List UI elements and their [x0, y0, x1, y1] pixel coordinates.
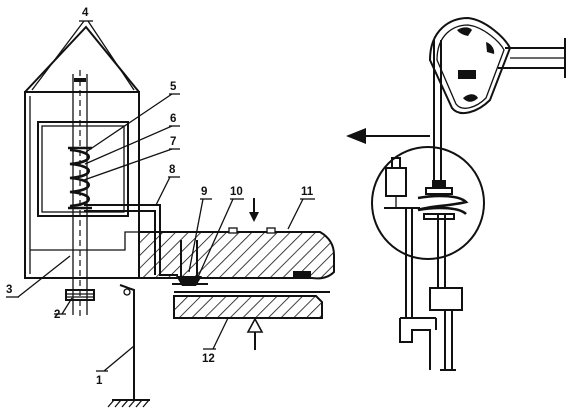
leader-lines [6, 20, 315, 372]
label-1: 1 [96, 375, 103, 387]
label-9: 9 [201, 186, 207, 198]
label-11: 11 [301, 186, 314, 198]
upper-die-body [138, 227, 335, 280]
label-10: 10 [230, 186, 243, 198]
vertical-shaft [72, 70, 88, 320]
left-assembly: 4 5 6 7 8 9 10 11 3 2 1 12 [6, 7, 335, 408]
lever [107, 284, 150, 408]
base-fitting [399, 317, 456, 371]
force-arrow-up [246, 317, 264, 350]
label-5: 5 [170, 81, 177, 93]
adjusting-nut [65, 289, 95, 301]
label-4: 4 [82, 7, 89, 19]
right-assembly [346, 16, 566, 371]
lower-plate [173, 291, 330, 319]
valve [172, 240, 208, 286]
detail-circle [371, 146, 485, 260]
label-3: 3 [6, 284, 12, 296]
label-8: 8 [169, 164, 176, 176]
outer-frame [24, 91, 140, 279]
actuator [384, 157, 420, 209]
label-6: 6 [170, 113, 176, 125]
label-12: 12 [202, 353, 215, 365]
inner-window [37, 121, 129, 217]
spring [68, 146, 92, 210]
actuator-rod [405, 208, 413, 318]
valve-block [429, 287, 463, 311]
label-7: 7 [170, 136, 176, 148]
frame-roof [24, 25, 140, 93]
right-vertical-rod [433, 40, 453, 370]
circle-spring [417, 180, 469, 220]
pressure-gauge [428, 16, 566, 115]
force-arrow-down [249, 198, 259, 222]
frame-inner-step [30, 231, 139, 251]
label-2: 2 [54, 309, 60, 321]
